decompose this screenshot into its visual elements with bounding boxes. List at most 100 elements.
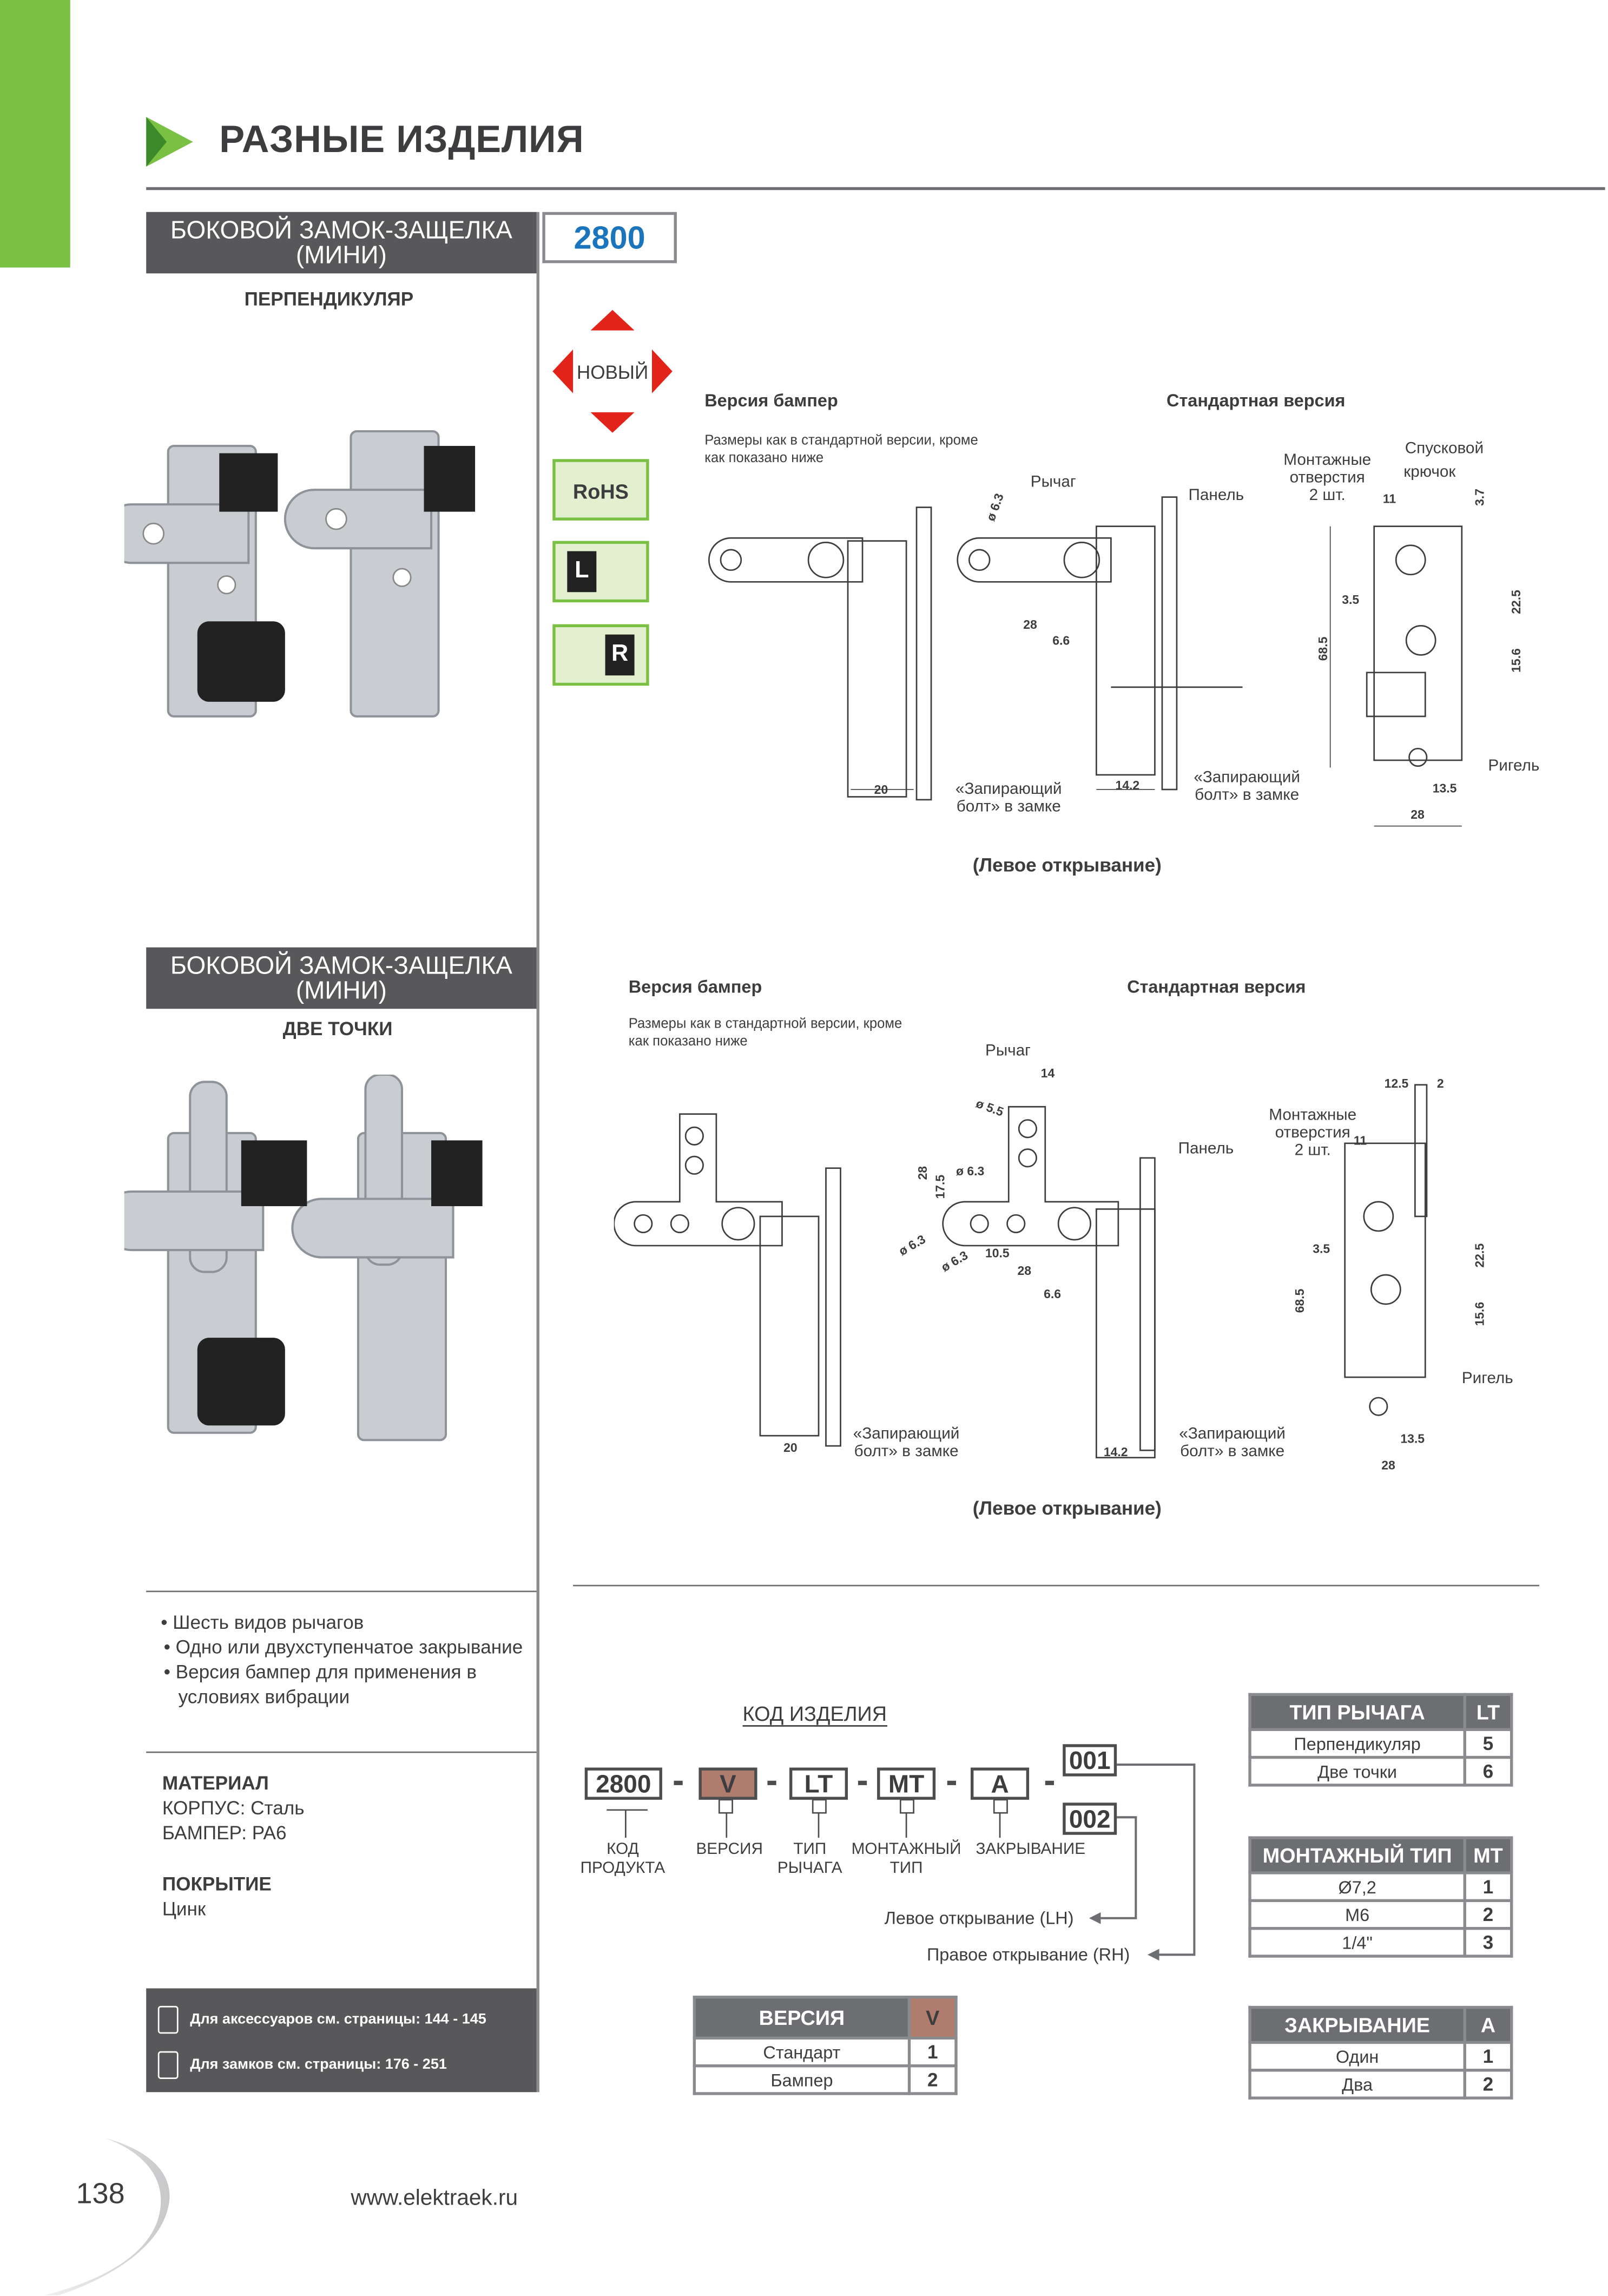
section-arrow-icon [146,117,193,167]
material-body: КОРПУС: Сталь [162,1797,305,1819]
mount-table-code: MT [1463,1836,1513,1874]
rohs-label: RoHS [572,479,629,503]
svg-text:отверстия: отверстия [1275,1123,1350,1141]
website-link[interactable]: www.elektraek.ru [351,2186,518,2211]
svg-text:17.5: 17.5 [933,1175,947,1199]
section2-subtitle: ДВЕ ТОЧКИ [282,1017,393,1040]
svg-text:3.5: 3.5 [1313,1241,1330,1255]
svg-text:(Левое открывание): (Левое открывание) [973,854,1162,876]
svg-text:28: 28 [915,1166,930,1180]
svg-text:Монтажные: Монтажные [1283,451,1371,469]
document-icon [157,2050,179,2078]
svg-text:отверстия: отверстия [1290,469,1365,486]
svg-text:28: 28 [1017,1264,1031,1278]
section1-subtitle: ПЕРПЕНДИКУЛЯР [244,288,414,310]
svg-text:14.2: 14.2 [1115,778,1139,792]
svg-text:болт» в замке: болт» в замке [1195,786,1299,804]
code-label-closing: ЗАКРЫВАНИЕ [976,1840,1086,1858]
svg-text:«Запирающий: «Запирающий [853,1425,960,1443]
svg-text:13.5: 13.5 [1400,1432,1425,1446]
document-icon [157,2005,179,2033]
content-divider [573,1584,1539,1587]
closing-table-code: A [1463,2005,1513,2044]
svg-text:Рычаг: Рычаг [1031,473,1076,491]
svg-text:6.6: 6.6 [1044,1287,1061,1301]
svg-text:ø 6.3: ø 6.3 [897,1232,928,1259]
material-bumper: БАМПЕР: PA6 [162,1821,287,1844]
reference-text: Для аксессуаров см. страницы: 144 - 145 [190,2011,486,2028]
svg-text:ø 6.3: ø 6.3 [983,491,1006,523]
svg-text:Спусковой: Спусковой [1405,439,1484,457]
svg-text:20: 20 [874,782,888,797]
svg-text:13.5: 13.5 [1433,781,1457,795]
right-hand-label: R [605,634,635,676]
svg-text:«Запирающий: «Запирающий [1194,768,1300,786]
feature-item: Одно или двухступенчатое закрывание [175,1636,523,1658]
svg-text:Монтажные: Монтажные [1269,1106,1356,1124]
svg-text:15.6: 15.6 [1509,648,1523,673]
section1-title-sub: (МИНИ) [295,241,387,269]
table-row: 1/4"3 [1248,1926,1513,1958]
svg-text:Размеры как в стандартной верс: Размеры как в стандартной версии, кроме [704,432,978,448]
svg-text:28: 28 [1381,1458,1395,1472]
product-code-badge: 2800 [542,212,677,264]
svg-text:Стандартная версия: Стандартная версия [1167,391,1345,410]
svg-text:Панель: Панель [1178,1140,1234,1157]
svg-text:«Запирающий: «Запирающий [1179,1425,1286,1443]
svg-text:22.5: 22.5 [1509,590,1523,614]
section1-header: БОКОВОЙ ЗАМОК-ЗАЩЕЛКА (МИНИ) [146,212,537,274]
page-number: 138 [76,2178,125,2211]
svg-text:«Запирающий: «Запирающий [955,780,1062,798]
code-part-version: V [698,1767,757,1800]
svg-text:2: 2 [1437,1076,1444,1090]
svg-text:болт» в замке: болт» в замке [1180,1442,1284,1460]
left-divider-1 [146,1590,537,1593]
svg-text:3.7: 3.7 [1472,489,1486,506]
header-divider [146,187,1605,189]
svg-text:ø 6.3: ø 6.3 [956,1164,984,1178]
svg-text:28: 28 [1411,807,1425,821]
svg-text:Размеры как в стандартной верс: Размеры как в стандартной версии, кроме [629,1016,902,1031]
reference-locks[interactable]: Для замков см. страницы: 176 - 251 [157,2042,447,2086]
svg-text:6.6: 6.6 [1052,633,1070,647]
svg-text:2 шт.: 2 шт. [1295,1141,1331,1159]
code-suffix-rh: 002 [1063,1802,1117,1835]
svg-text:2 шт.: 2 шт. [1309,486,1346,504]
coating-block: ПОКРЫТИЕ Цинк [162,1871,272,1921]
svg-text:Ригель: Ригель [1462,1369,1513,1387]
svg-text:крючок: крючок [1403,463,1456,481]
version-table-header: ВЕРСИЯ [693,1995,911,2040]
code-part-lever: LT [789,1767,848,1800]
brand-color-bar [0,0,70,268]
reference-accessories[interactable]: Для аксессуаров см. страницы: 144 - 145 [157,1997,486,2041]
svg-text:Панель: Панель [1189,486,1244,504]
right-hand-icon: R [552,624,649,686]
technical-drawing-perpendicular: Версия бампер Размеры как в стандартной … [704,391,1539,876]
svg-text:болт» в замке: болт» в замке [957,797,1061,815]
material-block: МАТЕРИАЛ КОРПУС: Сталь БАМПЕР: PA6 [162,1771,305,1845]
code-part-mount: MT [877,1767,936,1800]
product-photo-perpendicular [124,430,476,718]
section2-title-sub: (МИНИ) [295,976,387,1005]
code-part-product: 2800 [584,1767,662,1800]
svg-text:3.5: 3.5 [1342,593,1359,607]
code-connector-lines [607,1764,1196,1961]
features-list: • Шесть видов рычагов • Одно или двухсту… [161,1611,523,1708]
left-opening-label: Левое открывание (LH) [884,1907,1074,1929]
coating-heading: ПОКРЫТИЕ [162,1873,272,1895]
svg-text:20: 20 [783,1440,798,1455]
left-hand-label: L [567,551,597,593]
new-badge: НОВЫЙ [552,310,673,433]
feature-item: Версия бампер для применения в условиях … [175,1661,477,1708]
